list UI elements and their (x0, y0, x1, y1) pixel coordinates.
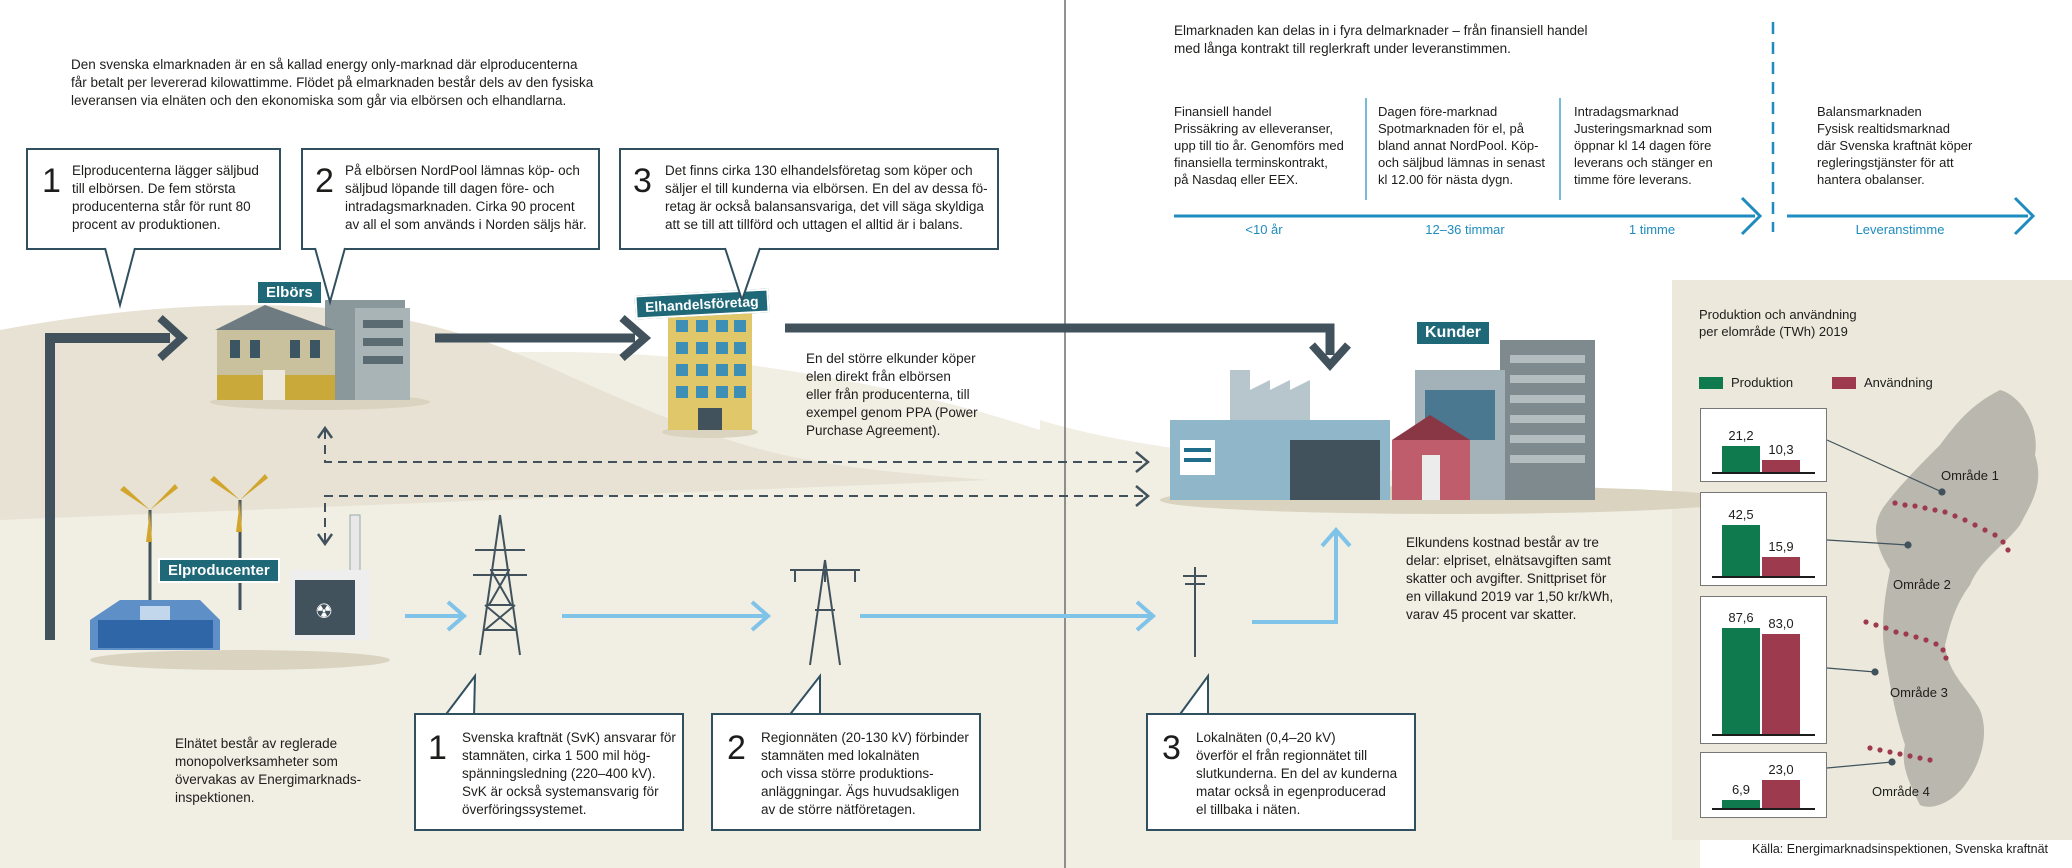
area-label-2: Område 2 (1893, 577, 1951, 592)
elproducent-label: Elproducenter (158, 558, 280, 583)
intro-line: leveransen via elnäten och den ekonomisk… (71, 93, 567, 108)
transmission-tower-icon (473, 514, 527, 656)
legend-produktion: Produktion (1699, 374, 1793, 390)
bar-produktion (1722, 524, 1760, 576)
elbors-building-icon (210, 300, 430, 410)
bar-användning (1762, 633, 1800, 734)
bar-produktion (1722, 628, 1760, 734)
bar-produktion (1722, 446, 1760, 472)
kunder-label: Kunder (1415, 320, 1491, 346)
power-plant-icon: ☢ (90, 474, 390, 670)
bar-value-label: 15,9 (1768, 538, 1794, 554)
source-text: Källa: Energimarknadsinspektionen, Svens… (1752, 842, 2048, 856)
market-box-text: Det finns cirka 130 elhandelsföretag som… (665, 163, 988, 232)
intro-line: Den svenska elmarknaden är en så kallad … (71, 57, 578, 72)
svg-text:☢: ☢ (315, 599, 333, 623)
time-label-intradag: 1 timme (1628, 222, 1676, 237)
time-label-finansiell: <10 år (1245, 222, 1283, 237)
sweden-map-icon (1875, 390, 2039, 807)
bar-value-label: 10,3 (1768, 441, 1794, 457)
chart-baseline (1712, 734, 1815, 736)
step-number: 1 (428, 729, 447, 767)
step-number: 3 (633, 162, 652, 200)
intro-line: får betalt per levererad kilowattimme. F… (71, 75, 594, 90)
customers-buildings-icon (1165, 340, 1595, 510)
area-label-3: Område 3 (1890, 685, 1948, 700)
elhandel-building-icon (662, 310, 758, 438)
bar-användning (1762, 780, 1800, 808)
time-label-dagen-fore: 12–36 timmar (1425, 222, 1505, 237)
area-label-4: Område 4 (1872, 784, 1930, 799)
step-number: 3 (1162, 729, 1181, 767)
bar-produktion (1722, 799, 1760, 808)
bar-value-label: 42,5 (1728, 506, 1754, 522)
step-number: 1 (42, 162, 61, 200)
step-number: 2 (315, 162, 334, 200)
area-label-1: Område 1 (1941, 468, 1999, 483)
chart-baseline (1712, 808, 1815, 810)
regional-tower-icon (790, 559, 860, 666)
legend-swatch-anvandning (1832, 376, 1856, 389)
legend-swatch-produktion (1699, 376, 1723, 389)
chart-baseline (1712, 576, 1815, 578)
legend-anvandning: Användning (1832, 374, 1933, 390)
bar-användning (1762, 556, 1800, 576)
market-box-3: 3 Det finns cirka 130 elhandelsföretag s… (619, 148, 999, 250)
bar-value-label: 6,9 (1731, 781, 1751, 797)
submarkets-intro: Elmarknaden kan delas in i fyra delmarkn… (1174, 23, 1588, 56)
bar-value-label: 21,2 (1728, 428, 1754, 444)
chart-baseline (1712, 472, 1815, 474)
step-number: 2 (727, 729, 746, 767)
bar-value-label: 83,0 (1768, 615, 1794, 631)
grid-box-3: 3 Lokalnäten (0,4–20 kV)överför el från … (1146, 713, 1416, 831)
grid-box-text: Lokalnäten (0,4–20 kV)överför el från re… (1196, 730, 1398, 817)
bar-value-label: 87,6 (1728, 610, 1754, 625)
local-pole-icon (1183, 567, 1207, 657)
intro-text: Den svenska elmarknaden är en så kallad … (71, 56, 631, 110)
bar-användning (1762, 459, 1800, 472)
bar-value-label: 23,0 (1768, 762, 1794, 778)
time-label-balans: Leveranstimme (1855, 222, 1945, 237)
elbors-label: Elbörs (256, 280, 323, 305)
